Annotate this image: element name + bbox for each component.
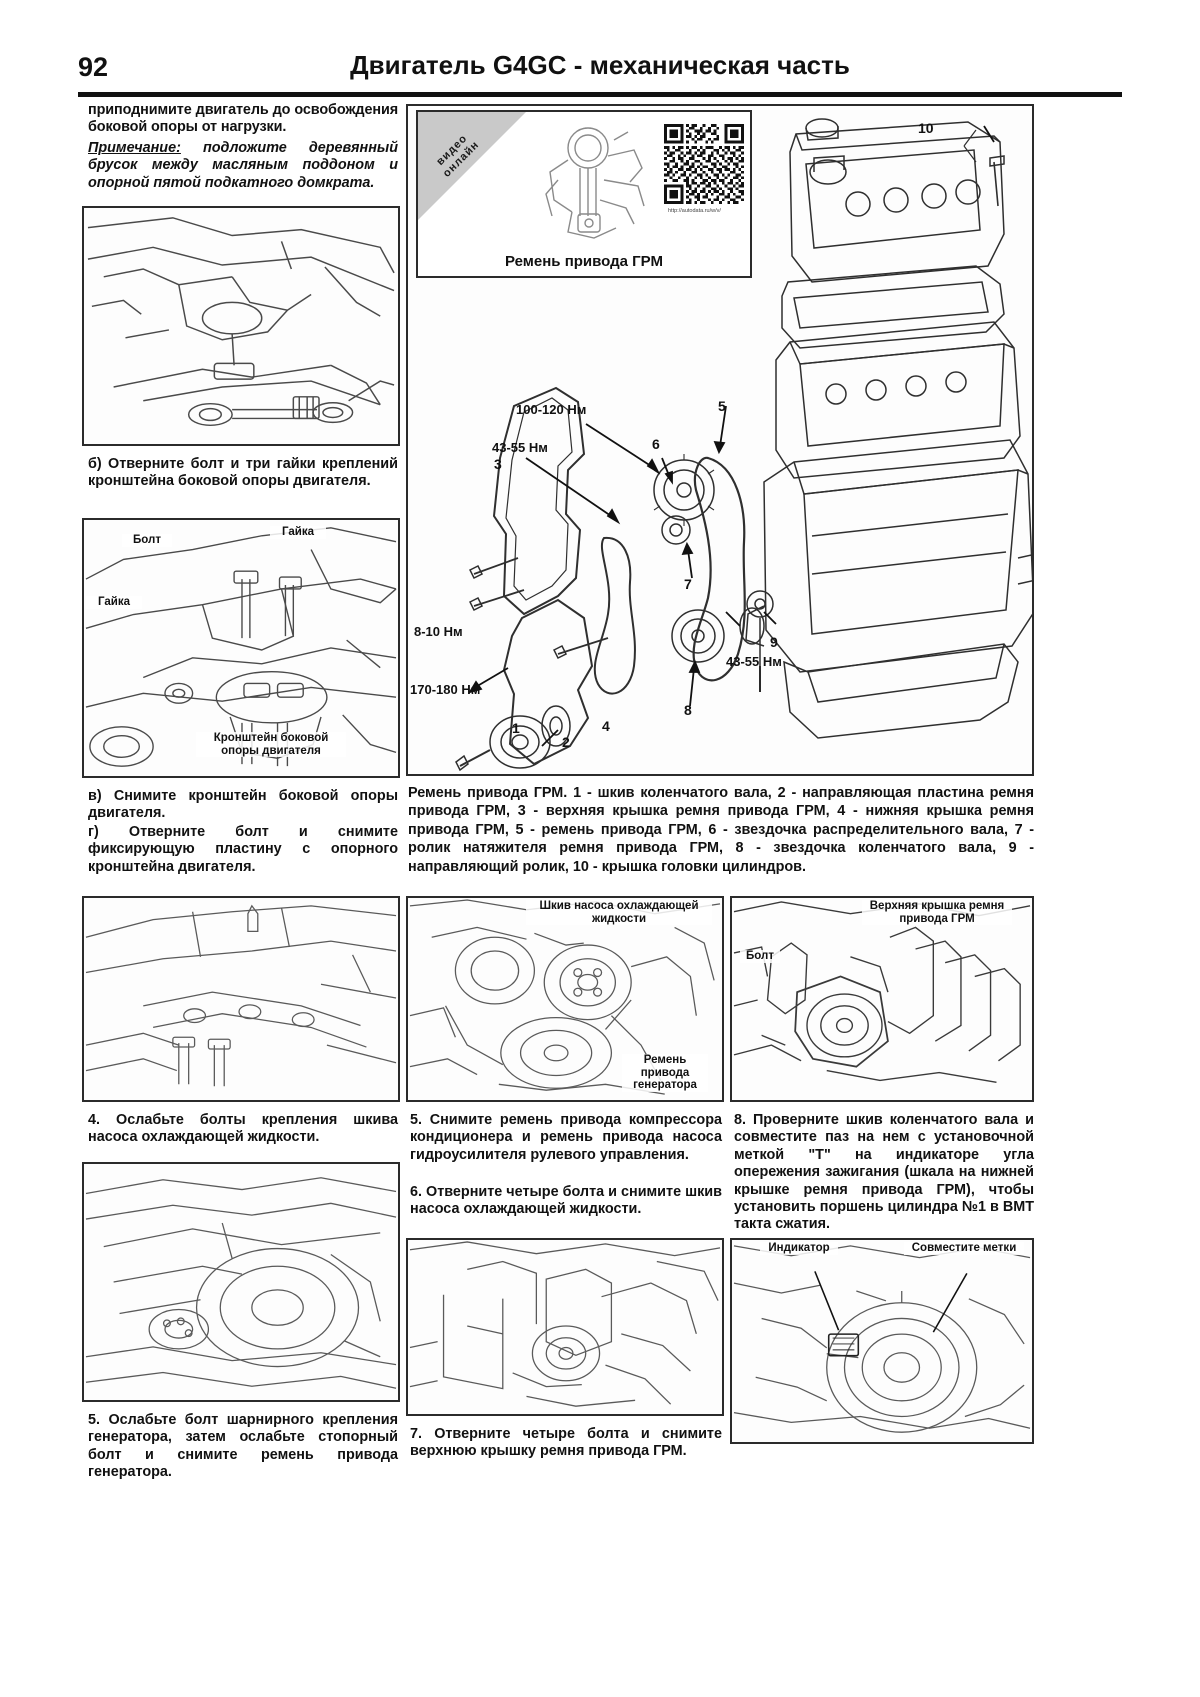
caption-g: г) Отверните болт и снимите фиксирующую … xyxy=(88,824,398,875)
figure-jack-under-engine xyxy=(82,206,400,446)
video-panel-caption: Ремень привода ГРМ xyxy=(505,253,663,270)
top-cover-illustration xyxy=(733,901,1031,1084)
caption-8-right: 8. Проверните шкив коленчатого вала и со… xyxy=(734,1112,1034,1233)
part-number-2: 2 xyxy=(562,734,570,750)
figure-alternator-belt xyxy=(82,1162,400,1402)
crank-pulley-marks-illustration xyxy=(733,1245,1031,1433)
torque-8-10: 8-10 Нм xyxy=(414,624,463,639)
upper-cover-removal-illustration xyxy=(409,1241,721,1407)
badge-triangle xyxy=(418,112,526,220)
jack-illustration xyxy=(87,217,395,427)
intro-paragraph: приподнимите двигатель до освобождения б… xyxy=(88,102,398,136)
part-number-8: 8 xyxy=(684,702,692,718)
caption-4: 4. Ослабьте болты крепления шкива насоса… xyxy=(88,1112,398,1146)
caption-6-middle: 6. Отверните четыре болта и снимите шкив… xyxy=(410,1184,722,1218)
note-body: подложите деревянный брусок между маслян… xyxy=(88,140,398,191)
figure-top-cover: Верхняя крышка ремня привода ГРМ Болт xyxy=(730,896,1034,1102)
part-number-1: 1 xyxy=(512,720,520,736)
part-number-3: 3 xyxy=(494,456,502,472)
alternator-belt-illustration xyxy=(85,1177,397,1389)
timing-belt-exploded-svg xyxy=(455,118,1032,772)
figure-side-mount-bracket: Болт Гайка Гайка Кронштейн боковой опоры… xyxy=(82,518,400,778)
part-number-10: 10 xyxy=(918,120,934,136)
video-online-badge: видео онлайн xyxy=(418,112,526,220)
qr-code-svg xyxy=(664,124,744,204)
header-rule xyxy=(78,92,1122,97)
figure-fixing-plate xyxy=(82,896,400,1102)
left-intro-text: приподнимите двигатель до освобождения б… xyxy=(88,102,398,137)
figure-remove-upper-cover xyxy=(406,1238,724,1416)
timing-belt-caption: Ремень привода ГРМ. 1 - шкив коленчатого… xyxy=(408,785,1034,875)
left-note-block: Примечание: подложите деревянный брусок … xyxy=(88,140,398,192)
video-online-panel[interactable]: видео онлайн xyxy=(416,110,752,278)
torque-100-120: 100-120 Нм xyxy=(516,402,587,417)
caption-7-middle: 7. Отверните четыре болта и снимите верх… xyxy=(410,1426,722,1460)
part-number-5: 5 xyxy=(718,398,726,414)
qr-code[interactable] xyxy=(664,124,744,204)
torque-43-55-upper: 43-55 Нм xyxy=(492,440,548,455)
caption-5-middle: 5. Снимите ремень привода компрессора ко… xyxy=(410,1112,722,1163)
part-number-4: 4 xyxy=(602,718,610,734)
figure-timing-belt-exploded: видео онлайн xyxy=(406,104,1034,776)
engine-thumbnail-icon xyxy=(545,127,645,239)
caption-5-left: 5. Ослабьте болт шарнирного крепления ге… xyxy=(88,1412,398,1481)
part-number-6: 6 xyxy=(652,436,660,452)
page-header: 92 Двигатель G4GC - механическая часть xyxy=(78,50,1122,98)
page-number: 92 xyxy=(78,52,109,82)
figure-crank-pulley-marks: Индикатор Совместите метки xyxy=(730,1238,1034,1444)
part-number-7: 7 xyxy=(684,576,692,592)
bracket-illustration xyxy=(85,527,397,767)
figure-water-pump-pulley: Шкив насоса охлаждающей жидкости Ремень … xyxy=(406,896,724,1102)
caption-v: в) Снимите кронштейн боковой опоры двига… xyxy=(88,788,398,822)
torque-170-180: 170-180 Нм xyxy=(410,682,481,697)
fixing-plate-illustration xyxy=(85,904,397,1087)
caption-b: б) Отверните болт и три гайки креплений … xyxy=(88,456,398,490)
video-url: http://autodata.ru/w/v/ xyxy=(668,208,721,214)
note-lead: Примечание: xyxy=(88,140,181,156)
torque-43-55-lower: 43-55 Нм xyxy=(726,654,782,669)
page-title: Двигатель G4GC - механическая часть xyxy=(350,50,850,80)
water-pump-illustration xyxy=(409,899,721,1095)
part-number-9: 9 xyxy=(770,634,778,650)
